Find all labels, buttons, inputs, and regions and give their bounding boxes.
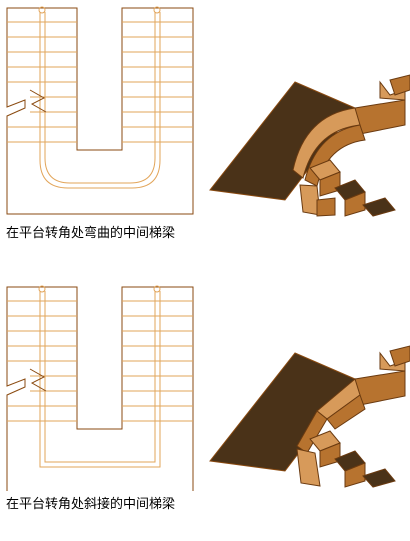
stair-iso-mitered (209, 345, 410, 488)
curved-beam (292, 107, 361, 179)
caption-curved: 在平台转角处弯曲的中间梯梁 (6, 226, 176, 241)
beam-outer (39, 12, 161, 189)
beam-outer (39, 291, 161, 468)
left-flight-treads (7, 21, 77, 143)
landing-slab (209, 81, 356, 201)
caption-mitered: 在平台转角处斜接的中间梯梁 (6, 497, 176, 512)
stair-plan-mitered (6, 285, 194, 491)
stair-iso-curved (209, 74, 410, 217)
figure-curved: 在平台转角处弯曲的中间梯梁 (0, 0, 410, 270)
plan-outline (6, 7, 194, 215)
figure-mitered: 在平台转角处斜接的中间梯梁 (0, 271, 410, 541)
beam-inner (44, 12, 156, 184)
stair-plan-curved (6, 6, 194, 215)
plan-outline (6, 286, 194, 491)
beam-inner (44, 291, 156, 463)
right-flight-treads (122, 21, 193, 143)
landing-slab (209, 352, 356, 472)
